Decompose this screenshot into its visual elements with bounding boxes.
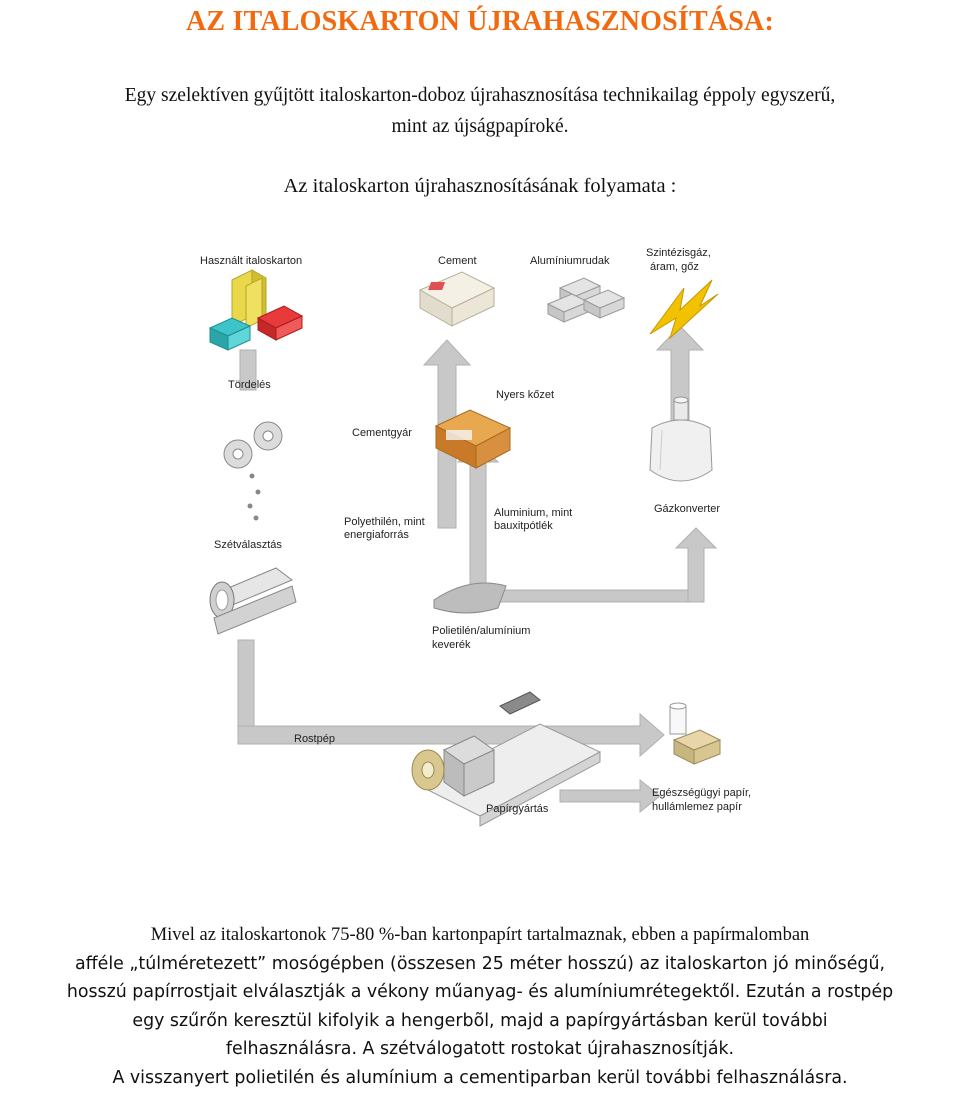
diagram-caption: Az italoskarton újrahasznosításának foly… (283, 175, 677, 197)
body-line: A visszanyert polietilén és alumínium a … (112, 1067, 848, 1088)
body-line: felhasználásra. A szétválogatott rostoka… (225, 1039, 735, 1059)
label-aluminium-2: bauxitpótlék (494, 520, 553, 532)
label-aluminiumrudak: Alumíniumrudak (530, 255, 610, 267)
label-tordeles: Tördelés (228, 379, 271, 391)
used-carton-icon (208, 269, 304, 351)
label-szintezis-2: áram, gőz (650, 261, 699, 273)
body-line: hosszú papírrostjait elválasztják a véko… (66, 982, 894, 1002)
diagram-labels: Használt italoskarton Cement Alumíniumru… (200, 247, 751, 815)
intro-paragraph: Egy szelektíven gyűjtött italoskarton-do… (20, 80, 940, 142)
arrow-right-products (559, 778, 661, 814)
label-egeszsegugyi-2: hullámlemez papír (652, 801, 742, 813)
label-papirgyartas: Papírgyártás (486, 803, 549, 815)
label-cement: Cement (438, 255, 477, 267)
label-polietilen-al: Polietilén/alumínium (432, 625, 530, 637)
label-rostpep: Rostpép (294, 733, 335, 745)
arrow-down-rostpep (237, 639, 255, 727)
arrow-horizontal-right (469, 589, 701, 603)
body-line: Mivel az italoskartonok 75-80 %-ban kart… (150, 925, 810, 945)
paper-products-icon (669, 702, 722, 765)
separation-drum-icon (209, 567, 297, 635)
label-szintezis: Szintézisgáz, (646, 247, 711, 259)
arrow-down-tordeles (239, 349, 257, 391)
body-paragraph: Mivel az italoskartonok 75-80 %-ban kart… (0, 921, 960, 1092)
label-polyethilen-2: energiaforrás (344, 529, 409, 541)
lightning-icon (649, 279, 719, 340)
label-hasznalt: Használt italoskarton (200, 255, 302, 267)
paper-machine-icon (411, 691, 602, 827)
label-gazkonverter: Gázkonverter (654, 503, 720, 515)
cement-factory-icon (434, 409, 512, 469)
label-nyers: Nyers kőzet (496, 389, 554, 401)
label-polyethilen: Polyethilén, mint (344, 516, 425, 528)
arrow-right-rostpep (237, 712, 665, 758)
gas-converter-icon (649, 396, 713, 482)
intro-line: Egy szelektíven gyűjtött italoskarton-do… (124, 85, 836, 106)
label-egeszsegugyi: Egészségügyi papír, (652, 787, 751, 799)
label-aluminium: Aluminium, mint (494, 507, 572, 519)
page-title: AZ ITALOSKARTON ÚJRAHASZNOSÍTÁSA: (185, 6, 775, 37)
gears-icon (223, 421, 283, 469)
mixture-heap-icon (433, 582, 507, 614)
body-line: afféle „túlméretezett” mosógépben (össze… (75, 953, 885, 974)
cement-bag-icon (418, 271, 496, 327)
shredded-pieces-icon (247, 473, 261, 521)
label-szetvalasztas: Szétválasztás (214, 539, 282, 551)
label-cementgyar: Cementgyár (352, 427, 412, 439)
intro-line: mint az újságpapíroké. (391, 116, 569, 137)
arrow-up-gaz (674, 527, 718, 603)
recycling-process-diagram: Használt italoskarton Cement Alumíniumru… (200, 247, 751, 827)
body-line: egy szűrőn keresztül kifolyik a hengerbõ… (132, 1010, 828, 1031)
label-polietilen-al-2: keverék (432, 639, 471, 651)
aluminium-bars-icon (546, 277, 626, 323)
